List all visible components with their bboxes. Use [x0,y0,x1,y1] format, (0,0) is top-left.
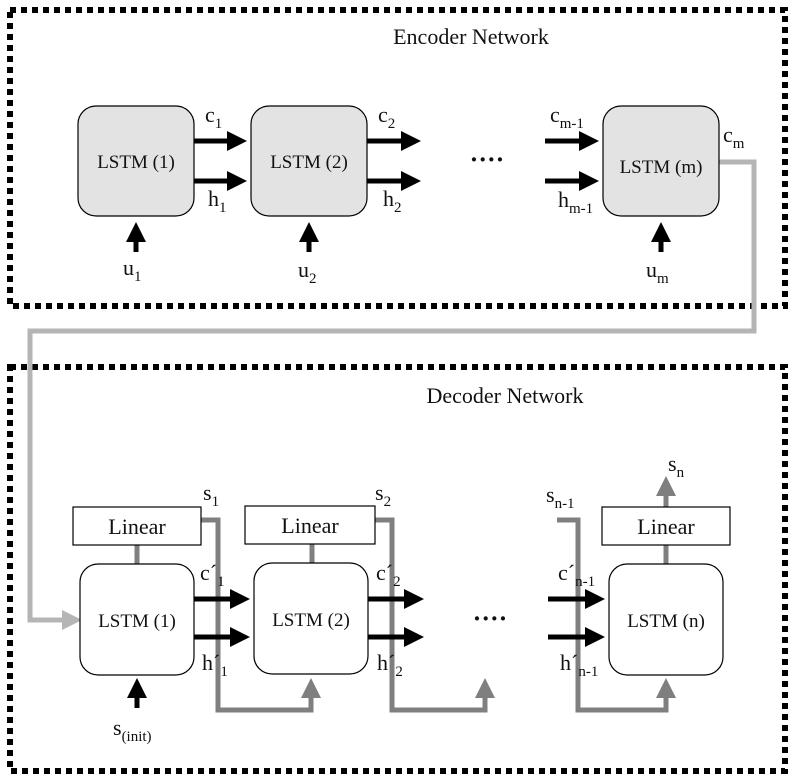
encoder-lstm-cell-2 [250,105,368,217]
encoder-lstm-cell-1 [77,105,195,217]
decoder-ellipsis: ···· [473,604,508,633]
decoder-lstm-cell-1 [79,563,195,676]
encoder-input-label-m: um [646,257,669,287]
encoder-frame [7,7,788,309]
decoder-linear-box-1 [72,506,202,546]
decoder-lstm-cell-2 [253,562,369,675]
decoder-frame [7,364,788,774]
decoder-label-c2: c´2 [376,560,401,590]
decoder-feedback-s2 [375,517,495,713]
encoder-label-cm1: cm-1 [550,102,584,132]
decoder-lstm-cell-1-label: LSTM (1) [98,611,176,632]
decoder-label-h1: h´1 [202,650,228,680]
encoder-lstm-cell-1-label: LSTM (1) [97,152,175,173]
encoder-label-c1: c1 [205,102,222,132]
decoder-init-label: s(init) [113,715,152,745]
decoder-linear-label-1: Linear [108,514,166,539]
decoder-lstm-cell-2-label: LSTM (2) [272,610,350,631]
decoder-feedback-s1 [200,517,321,713]
decoder-label-cn1: c´n-1 [558,560,595,590]
encoder-label-h1: h1 [208,186,227,216]
decoder-label-hn1: h´n-1 [560,650,598,680]
decoder-lstm-cell-n-label: LSTM (n) [627,611,705,632]
decoder-lstm-cell-n [608,563,724,676]
decoder-output-label-sn: sn [668,451,685,481]
decoder-label-h2: h´2 [377,650,403,680]
decoder-linear-label-n: Linear [637,514,695,539]
encoder-input-label-1: u1 [123,255,142,285]
decoder-linear-label-2: Linear [281,513,339,538]
decoder-linear-box-n [601,506,731,546]
decoder-output-label-s1: s1 [203,480,219,510]
encoder-label-c2: c2 [378,102,395,132]
encoder-to-decoder-connector [27,159,757,630]
decoder-feedback-sn1 [557,517,676,713]
decoder-linear-box-2 [244,505,376,545]
encoder-label-hm1: hm-1 [558,187,593,217]
decoder-label-c1: c´1 [200,560,225,590]
encoder-lstm-cell-m [602,105,720,217]
encoder-lstm-cell-m-label: LSTM (m) [620,157,703,178]
encoder-ellipsis: ···· [470,145,505,174]
decoder-output-label-s2: s2 [375,480,391,510]
encoder-title: Encoder Network [393,24,549,49]
encoder-input-label-2: u2 [298,257,317,287]
decoder-title: Decoder Network [427,383,584,408]
decoder-output-label-sn1: sn-1 [546,482,575,512]
encoder-label-h2: h2 [383,186,402,216]
encoder-label-cm: cm [723,122,745,152]
encoder-lstm-cell-2-label: LSTM (2) [270,152,348,173]
